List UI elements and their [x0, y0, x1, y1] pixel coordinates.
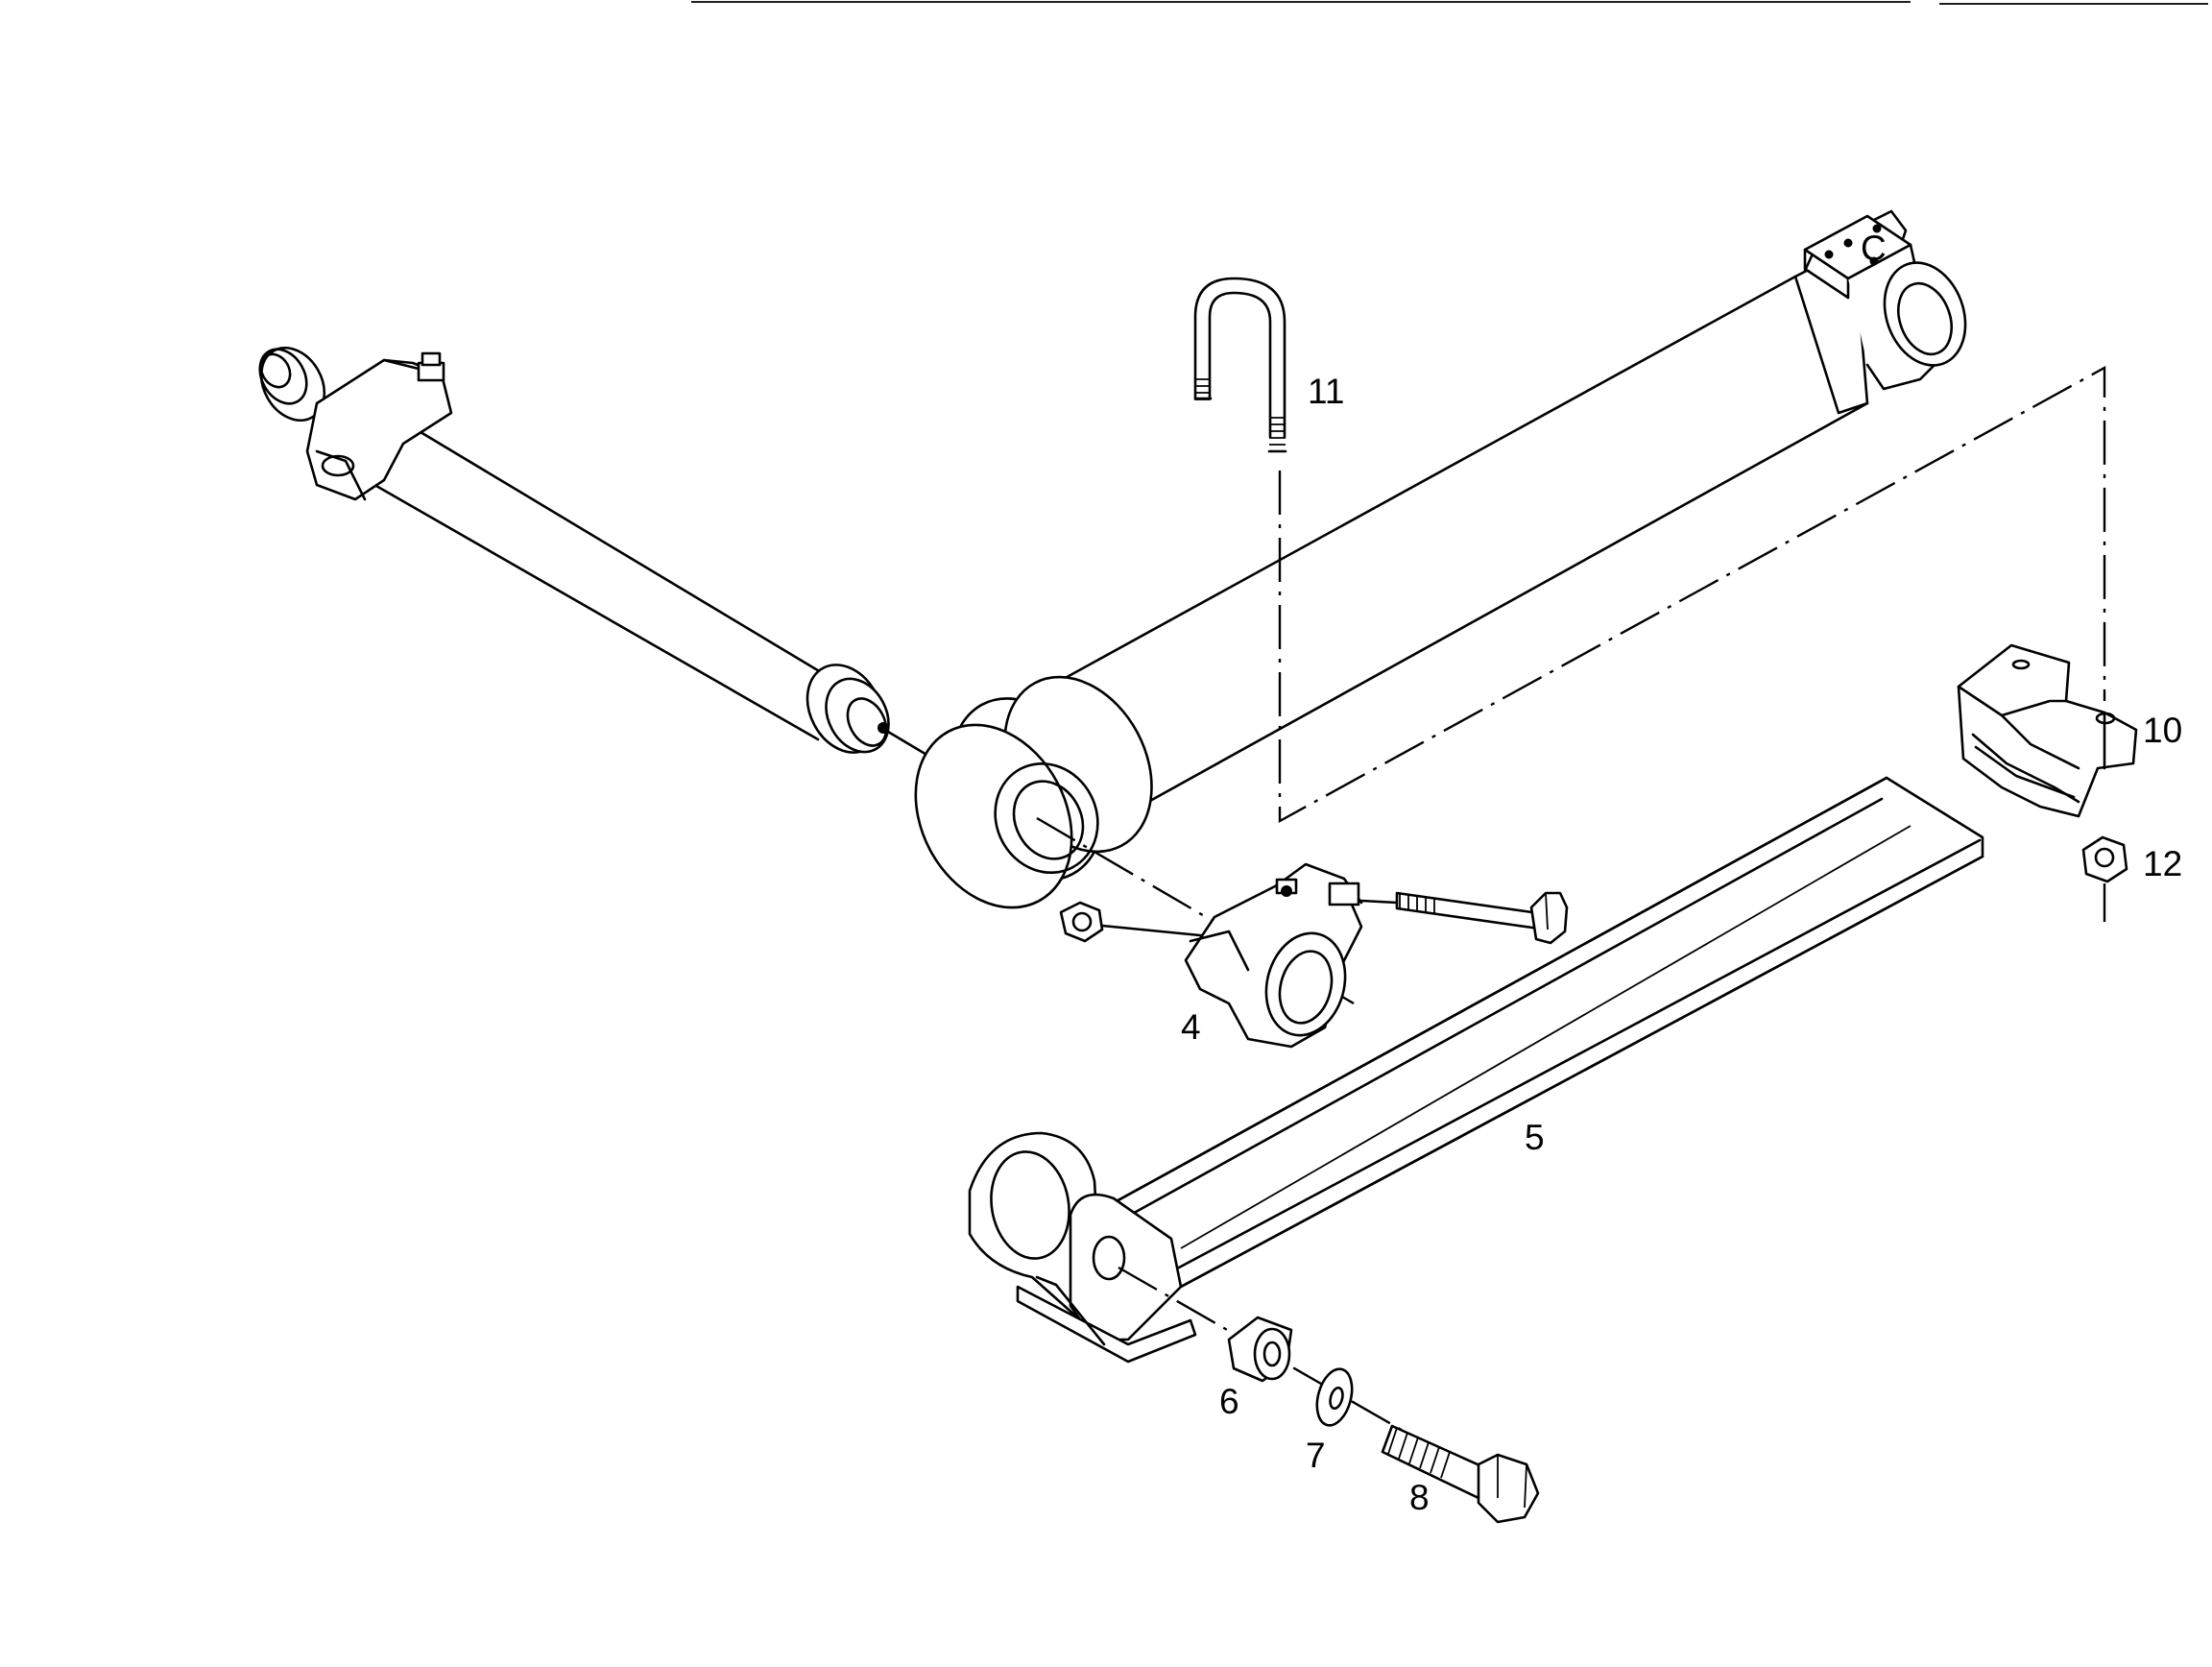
u-bolt-11 [1193, 277, 2106, 824]
callout-12: 12 [2143, 844, 2182, 883]
clamp-block-10 [1957, 643, 2138, 818]
rail-5 [968, 776, 1984, 1364]
nut-12 [2081, 835, 2128, 922]
washer-7 [1315, 1367, 1354, 1427]
callout-8: 8 [1409, 1478, 1430, 1517]
piston-rod [258, 346, 935, 761]
callout-10: 10 [2143, 711, 2182, 750]
spacer-6 [1227, 1316, 1293, 1383]
cylinder-mark: C [1861, 229, 1887, 268]
callout-5: 5 [1525, 1118, 1545, 1157]
callout-6: 6 [1219, 1382, 1239, 1421]
clamp-assembly-4 [1036, 816, 1569, 1049]
callout-11: 11 [1308, 372, 1344, 411]
cylinder-barrel: C [914, 209, 1967, 909]
callout-7: 7 [1306, 1436, 1326, 1475]
top-border-line [691, 1, 2208, 5]
callout-4: 4 [1181, 1007, 1201, 1047]
bolt-8 [1381, 1424, 1540, 1524]
